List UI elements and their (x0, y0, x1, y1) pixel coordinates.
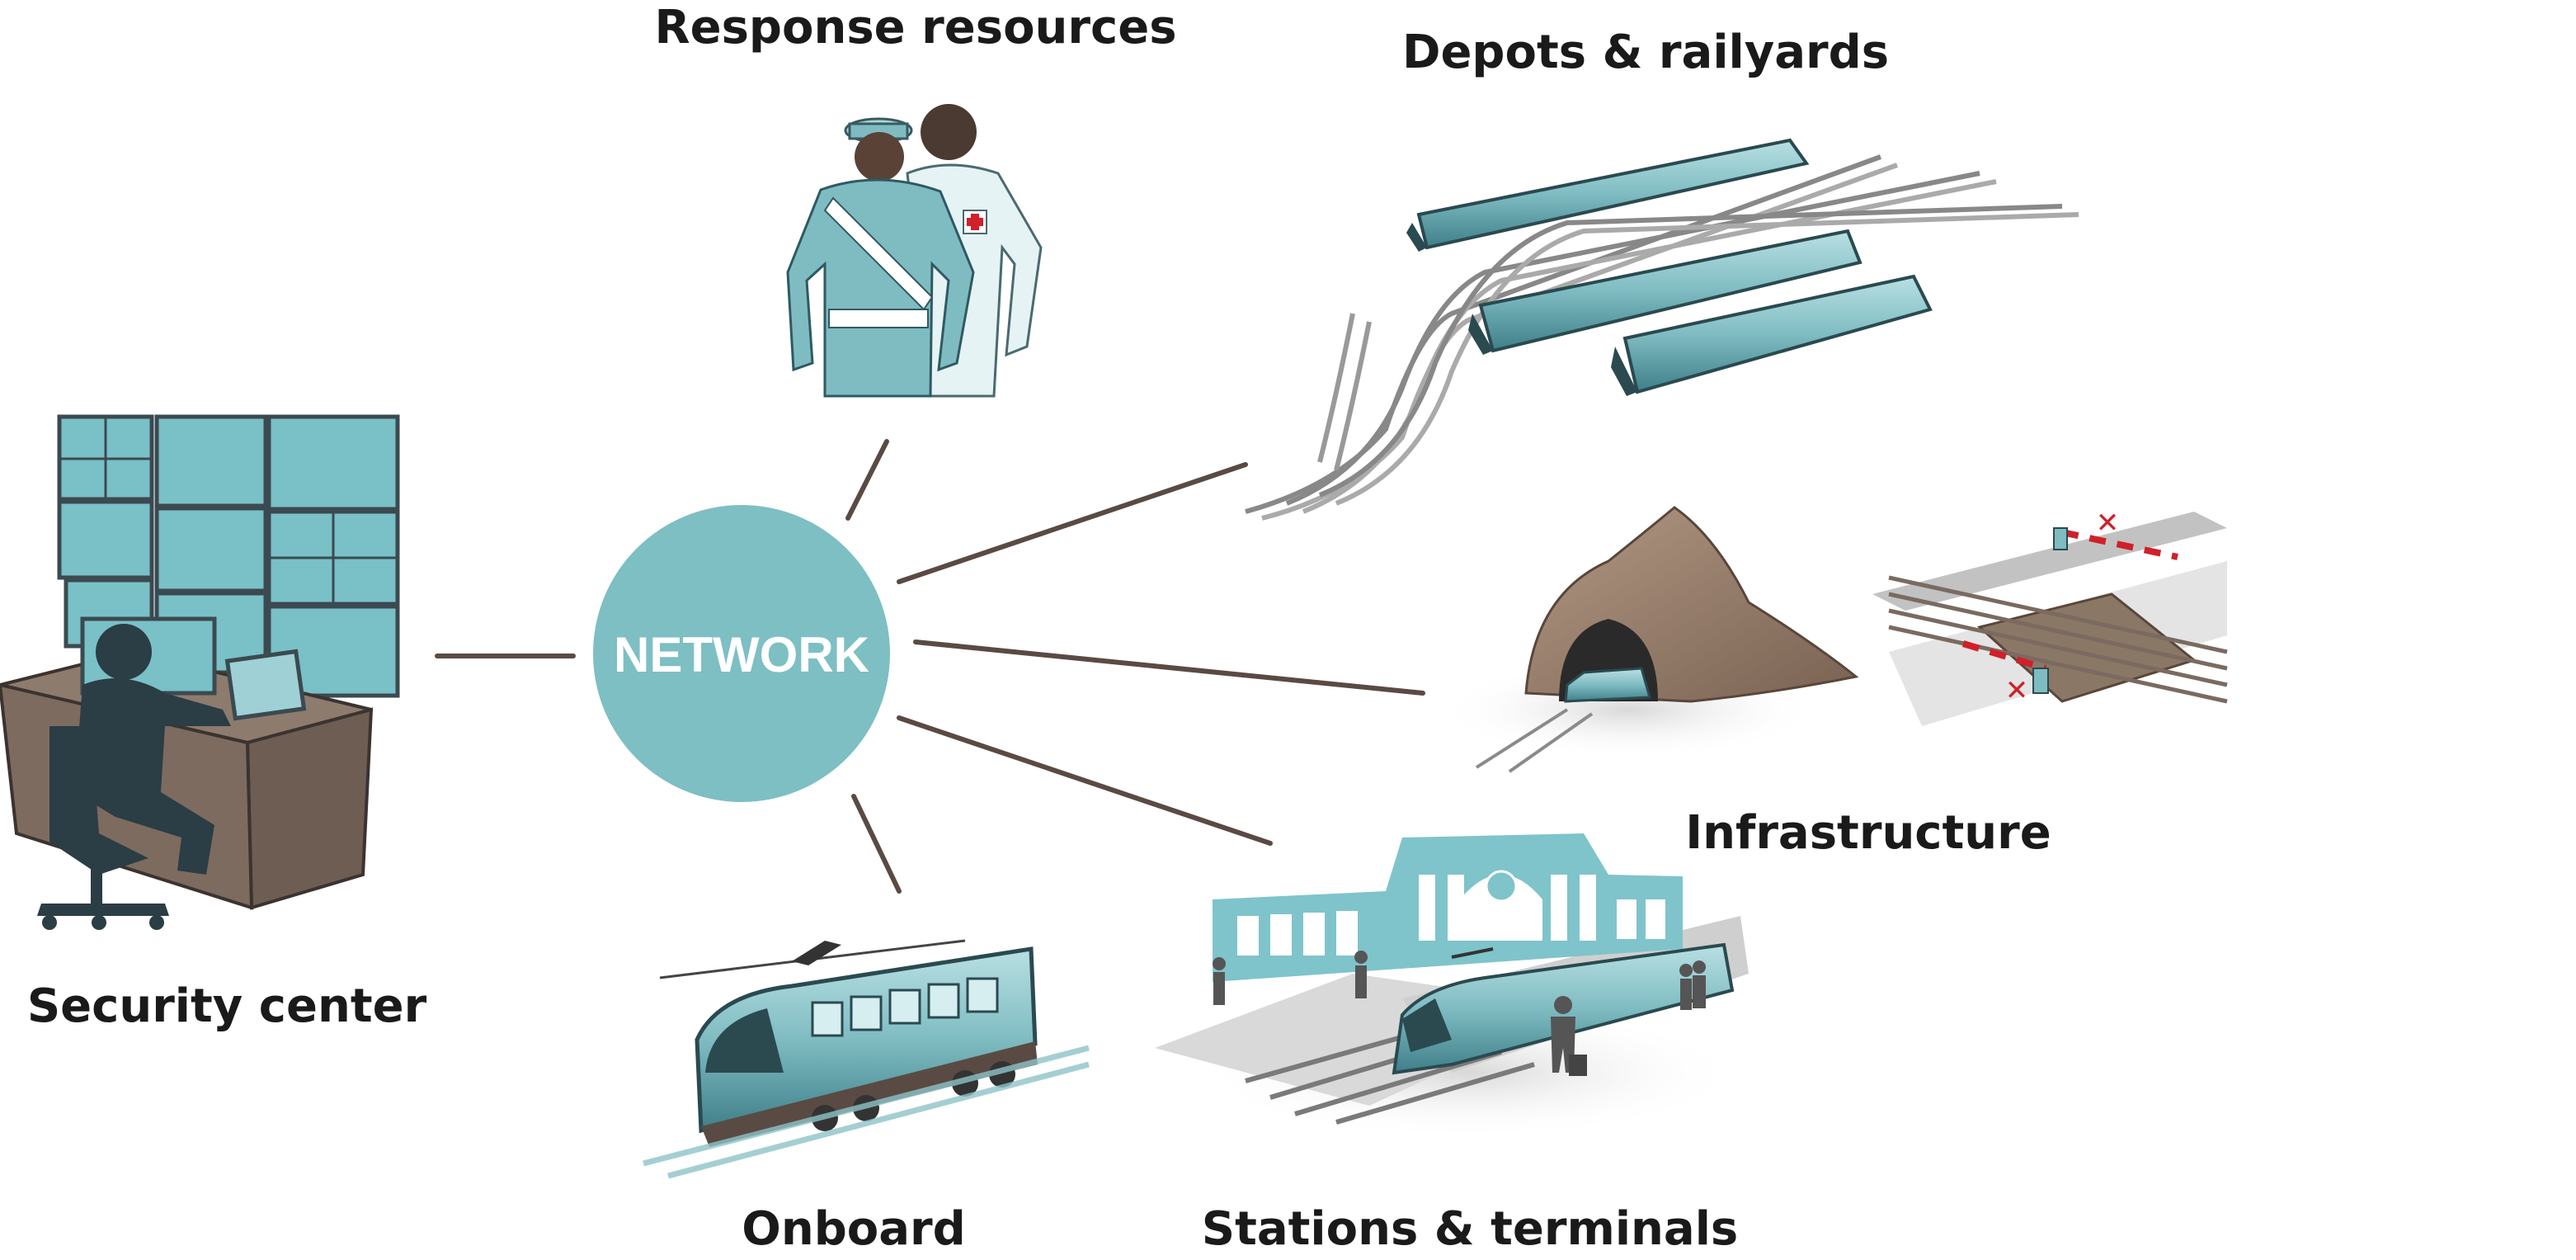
depots-illustration (1245, 138, 2079, 521)
connector-infrastructure (913, 639, 1425, 696)
hub-label: NETWORK (614, 627, 869, 682)
passengers (1213, 951, 1706, 1076)
station-building (1213, 833, 1683, 982)
officer-figure (786, 117, 975, 398)
station-clock-icon (1485, 870, 1518, 903)
railyard-tracks (1245, 154, 2079, 521)
depot-train-1 (1406, 138, 1810, 252)
security-center-illustration (0, 414, 400, 930)
label-onboard: Onboard (742, 1202, 966, 1256)
connector-stations (897, 715, 1273, 846)
connector-onboard (851, 794, 902, 894)
onboard-train (695, 946, 1038, 1147)
crossing-sign-bottom: ✕ (2005, 674, 2029, 707)
tunnel-train (1564, 667, 1651, 703)
crossing-barrier-bottom (1961, 640, 2047, 672)
crossing-sign-top: ✕ (2096, 507, 2120, 540)
label-security-center: Security center (27, 979, 427, 1033)
depot-train-3 (1611, 274, 1933, 396)
desk-tablet (224, 649, 307, 721)
label-stations: Stations & terminals (1202, 1202, 1738, 1256)
network-hub: NETWORK (593, 505, 890, 802)
response-resources-illustration (786, 104, 1043, 398)
stations-illustration (1155, 833, 1749, 1139)
level-crossing: ✕ ✕ (1872, 507, 2228, 726)
depot-train-2 (1468, 229, 1863, 355)
crossing-barrier-top (2061, 529, 2178, 560)
label-response-resources: Response resources (654, 1, 1176, 54)
connector-response-resources (845, 439, 889, 521)
connectors (435, 439, 1425, 894)
infrastructure-illustration: ✕ ✕ (1439, 506, 2228, 773)
operator-silhouette (37, 624, 231, 930)
label-depots: Depots & railyards (1402, 26, 1889, 79)
connector-depots (897, 462, 1248, 584)
onboard-illustration (643, 939, 1090, 1179)
hub-circle (593, 505, 890, 802)
label-infrastructure: Infrastructure (1685, 806, 2051, 860)
